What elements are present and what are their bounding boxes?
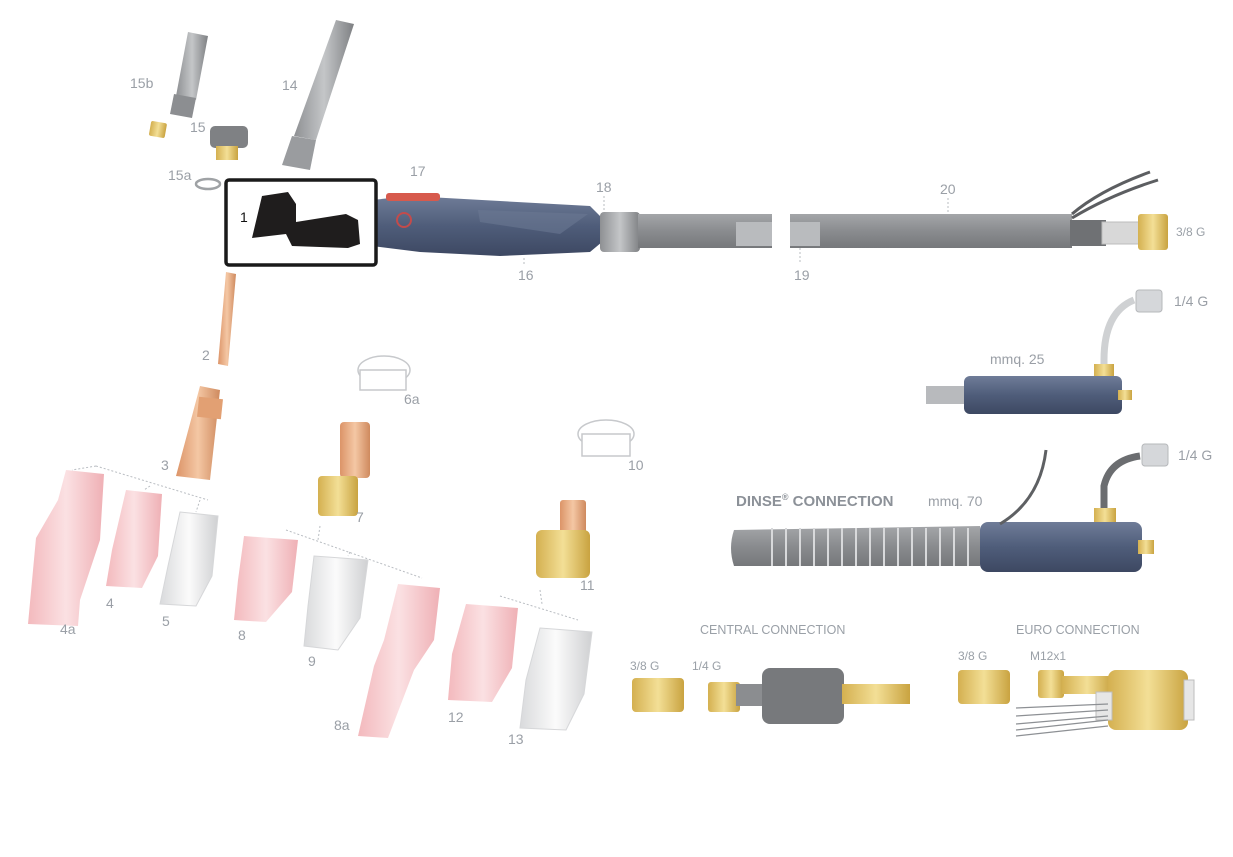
label-16: 16 [518, 267, 534, 283]
central-connector [632, 668, 910, 724]
nozzle-adapter-11 [536, 500, 590, 578]
label-6a: 6a [404, 391, 420, 407]
label-5: 5 [162, 613, 170, 629]
nozzle-9 [303, 555, 369, 651]
central-title: CENTRAL CONNECTION [700, 623, 845, 637]
nozzle-adapter-7 [318, 422, 370, 516]
label-17: 17 [410, 163, 426, 179]
label-15b: 15b [130, 75, 154, 91]
euro-connector [958, 670, 1195, 737]
nozzle-long-8a [358, 584, 440, 738]
o-ring [194, 177, 222, 191]
central-fit-b: 1/4 G [692, 659, 721, 673]
nozzle-long-4a [28, 470, 104, 626]
torch-handle [372, 196, 602, 256]
dinse-connector [731, 443, 1169, 572]
upper-fitting-label: 1/4 G [1174, 293, 1208, 309]
back-cap-extra-long [282, 20, 354, 170]
gas-diffuser-10 [577, 419, 635, 457]
label-8: 8 [238, 627, 246, 643]
label-2: 2 [202, 347, 210, 363]
dinse-length-label: mmq. 70 [928, 493, 983, 509]
trigger [386, 193, 440, 201]
label-19: 19 [794, 267, 810, 283]
nozzle-8 [234, 536, 298, 622]
dinse-fitting-label: 1/4 G [1178, 447, 1212, 463]
torch-neck-part [252, 192, 360, 248]
connector-upper [926, 289, 1163, 414]
label-14: 14 [282, 77, 298, 93]
cable-front [638, 214, 772, 248]
label-9: 9 [308, 653, 316, 669]
label-12: 12 [448, 709, 464, 725]
label-4a: 4a [60, 621, 76, 637]
label-3: 3 [161, 457, 169, 473]
label-15: 15 [190, 119, 206, 135]
label-7: 7 [356, 509, 364, 525]
nozzle-12 [448, 604, 518, 702]
nozzle-13 [519, 627, 593, 731]
dinse-title: DINSE® CONNECTION [736, 492, 893, 510]
label-10: 10 [628, 457, 644, 473]
label-20: 20 [940, 181, 956, 197]
euro-fit-b: M12x1 [1030, 649, 1066, 663]
main-fitting-label: 3/8 G [1176, 225, 1205, 239]
contact-tip [218, 272, 236, 366]
euro-fit-a: 3/8 G [958, 649, 987, 663]
handle-nut [600, 212, 640, 252]
label-4: 4 [106, 595, 114, 611]
upper-length-label: mmq. 25 [990, 351, 1045, 367]
gas-diffuser-6a [357, 355, 411, 391]
label-11: 11 [580, 577, 595, 593]
back-cap-short [210, 126, 248, 160]
tip-holder [176, 386, 223, 480]
cable-rear [790, 170, 1168, 250]
euro-title: EURO CONNECTION [1016, 623, 1140, 637]
nozzle-4 [106, 490, 162, 588]
label-15a: 15a [168, 167, 192, 183]
label-8a: 8a [334, 717, 350, 733]
central-fit-a: 3/8 G [630, 659, 659, 673]
label-18: 18 [596, 179, 612, 195]
nozzle-5 [159, 511, 219, 607]
label-1: 1 [240, 209, 248, 225]
label-13: 13 [508, 731, 524, 747]
back-cap-long [149, 32, 208, 138]
